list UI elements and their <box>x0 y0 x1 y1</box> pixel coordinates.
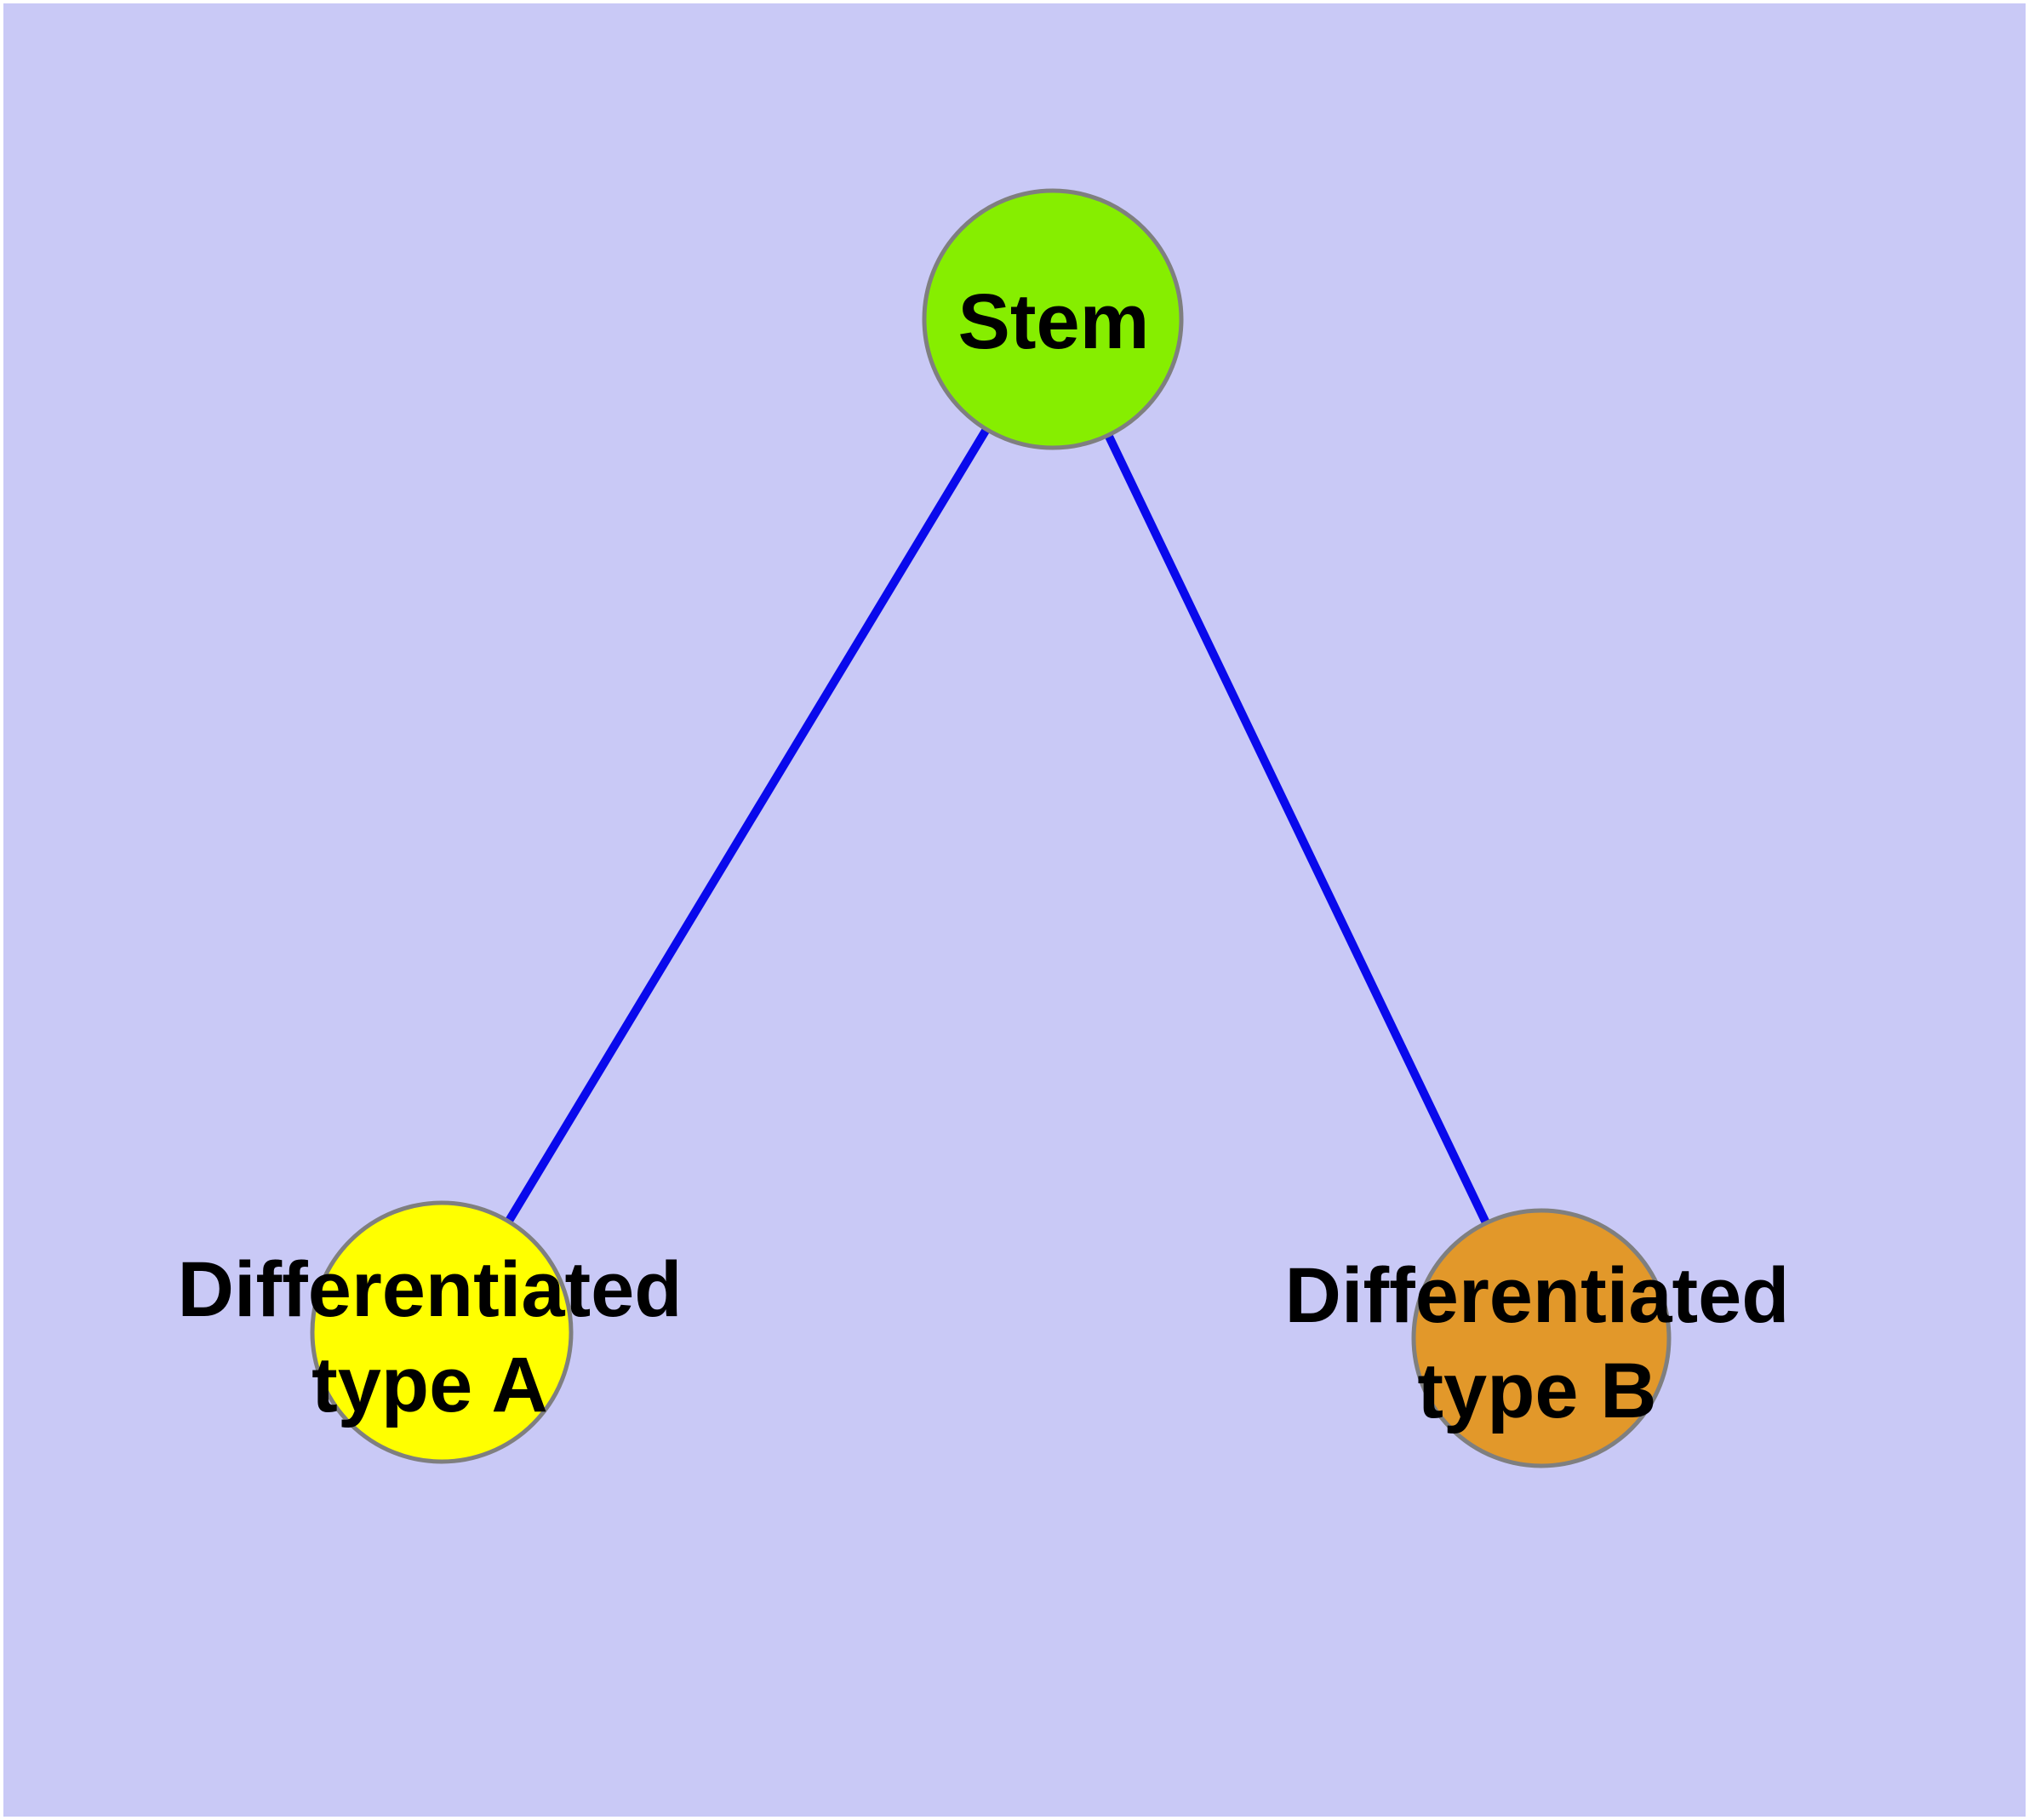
node-differentiated-type-b <box>1411 1208 1672 1468</box>
node-stem-label: Stem <box>958 278 1150 365</box>
edge-stem-to-type-b <box>1049 317 1546 1341</box>
node-type-a-label-line2: type A <box>311 1342 548 1428</box>
edge-stem-to-type-a <box>437 317 1057 1335</box>
node-type-a-label-line1: Differentiated <box>178 1246 683 1333</box>
node-type-b-label-line1: Differentiated <box>1285 1252 1790 1339</box>
node-type-a-label: Differentiated type A <box>178 1246 683 1428</box>
node-type-b-label: Differentiated type B <box>1285 1252 1790 1434</box>
node-type-b-label-line2: type B <box>1417 1348 1656 1434</box>
node-stem <box>922 188 1184 450</box>
node-differentiated-type-a <box>310 1200 574 1464</box>
